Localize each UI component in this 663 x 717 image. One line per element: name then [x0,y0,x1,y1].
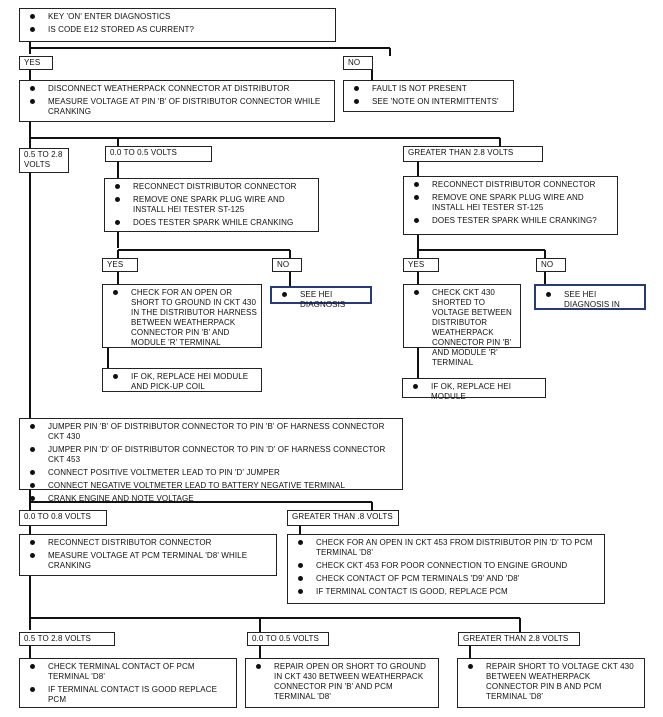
yes-label: YES [19,56,53,70]
list-item: JUMPER PIN 'D' OF DISTRIBUTOR CONNECTOR … [26,445,398,465]
right-ok-box: IF OK, REPLACE HEI MODULE [402,378,546,401]
list-item: RECONNECT DISTRIBUTOR CONNECTOR [26,538,272,548]
left-ok-box: IF OK, REPLACE HEI MODULE AND PICK-UP CO… [102,368,262,392]
check-open-box: CHECK FOR AN OPEN IN CKT 453 FROM DISTRI… [287,534,605,604]
list-item: SEE 'NOTE ON INTERMITTENTS' [350,97,509,107]
list-item: IF TERMINAL CONTACT IS GOOD REPLACE PCM [26,685,232,705]
final-box-a: CHECK TERMINAL CONTACT OF PCM TERMINAL '… [19,658,237,708]
list-item: CHECK CONTACT OF PCM TERMINALS 'D9' AND … [294,574,600,584]
list-item: RECONNECT DISTRIBUTOR CONNECTOR [410,180,613,190]
list-item: REPAIR SHORT TO VOLTAGE CKT 430 BETWEEN … [464,662,640,702]
list-item: DOES TESTER SPARK WHILE CRANKING? [410,216,613,226]
start-item: IS CODE E12 STORED AS CURRENT? [26,25,331,35]
list-item: CONNECT NEGATIVE VOLTMETER LEAD TO BATTE… [26,481,398,491]
list-item: CONNECT POSITIVE VOLTMETER LEAD TO PIN '… [26,468,398,478]
list-item: MEASURE VOLTAGE AT PCM TERMINAL 'D8' WHI… [26,551,272,571]
reconnect-pcm-box: RECONNECT DISTRIBUTOR CONNECTOR MEASURE … [19,534,277,576]
list-item: IF OK, REPLACE HEI MODULE [409,382,541,402]
yes-action-box: DISCONNECT WEATHERPACK CONNECTOR AT DIST… [19,80,335,122]
volts-label: 0.5 TO 2.8 VOLTS [19,148,69,173]
volts-label: GREATER THAN 2.8 VOLTS [458,632,580,646]
list-item: REPAIR OPEN OR SHORT TO GROUND IN CKT 43… [252,662,434,702]
volts-label: 0.0 TO 0.5 VOLTS [105,146,212,162]
list-item: CRANK ENGINE AND NOTE VOLTAGE [26,494,398,504]
no-label: NO [536,258,566,272]
volts-label: 0.0 TO 0.5 VOLTS [247,632,329,646]
final-box-c: REPAIR SHORT TO VOLTAGE CKT 430 BETWEEN … [457,658,645,708]
list-item: IF TERMINAL CONTACT IS GOOD, REPLACE PCM [294,587,600,597]
list-item: SEE HEI DIAGNOSIS [278,290,366,310]
start-box: KEY 'ON' ENTER DIAGNOSTICS IS CODE E12 S… [19,8,336,42]
start-item: KEY 'ON' ENTER DIAGNOSTICS [26,12,331,22]
list-item: JUMPER PIN 'B' OF DISTRIBUTOR CONNECTOR … [26,422,398,442]
volts-label: GREATER THAN .8 VOLTS [287,510,399,526]
list-item: DISCONNECT WEATHERPACK CONNECTOR AT DIST… [26,84,330,94]
list-item: REMOVE ONE SPARK PLUG WIRE AND INSTALL H… [410,193,613,213]
see-hei-diagnosis-in-box: SEE HEI DIAGNOSIS IN [534,284,646,310]
no-label: NO [272,258,302,272]
list-item: CHECK FOR AN OPEN OR SHORT TO GROUND IN … [109,288,257,348]
no-label: NO [343,56,373,70]
no-action-box: FAULT IS NOT PRESENT SEE 'NOTE ON INTERM… [343,80,514,112]
volts-label: GREATER THAN 2.8 VOLTS [403,146,543,162]
list-item: CHECK TERMINAL CONTACT OF PCM TERMINAL '… [26,662,232,682]
list-item: IF OK, REPLACE HEI MODULE AND PICK-UP CO… [109,372,257,392]
right-yes-box: CHECK CKT 430 SHORTED TO VOLTAGE BETWEEN… [403,284,521,367]
list-item: SEE HEI DIAGNOSIS IN [542,290,640,310]
list-item: MEASURE VOLTAGE AT PIN 'B' OF DISTRIBUTO… [26,97,330,117]
volts-label: 0.0 TO 0.8 VOLTS [19,510,107,526]
right-reconnect-box: RECONNECT DISTRIBUTOR CONNECTOR REMOVE O… [403,176,618,235]
list-item: FAULT IS NOT PRESENT [350,84,509,94]
see-hei-diagnosis-box: SEE HEI DIAGNOSIS [270,286,372,309]
jumper-box: JUMPER PIN 'B' OF DISTRIBUTOR CONNECTOR … [19,418,403,503]
list-item: CHECK FOR AN OPEN IN CKT 453 FROM DISTRI… [294,538,600,558]
list-item: CHECK CKT 430 SHORTED TO VOLTAGE BETWEEN… [410,288,516,368]
left-yes-box: CHECK FOR AN OPEN OR SHORT TO GROUND IN … [102,284,262,348]
list-item: REMOVE ONE SPARK PLUG WIRE AND INSTALL H… [111,195,314,215]
yes-label: YES [102,258,138,272]
final-box-b: REPAIR OPEN OR SHORT TO GROUND IN CKT 43… [245,658,439,708]
volts-label: 0.5 TO 2.8 VOLTS [19,632,115,646]
left-reconnect-box: RECONNECT DISTRIBUTOR CONNECTOR REMOVE O… [104,178,319,232]
list-item: CHECK CKT 453 FOR POOR CONNECTION TO ENG… [294,561,600,571]
yes-label: YES [403,258,439,272]
list-item: RECONNECT DISTRIBUTOR CONNECTOR [111,182,314,192]
list-item: DOES TESTER SPARK WHILE CRANKING [111,218,314,228]
